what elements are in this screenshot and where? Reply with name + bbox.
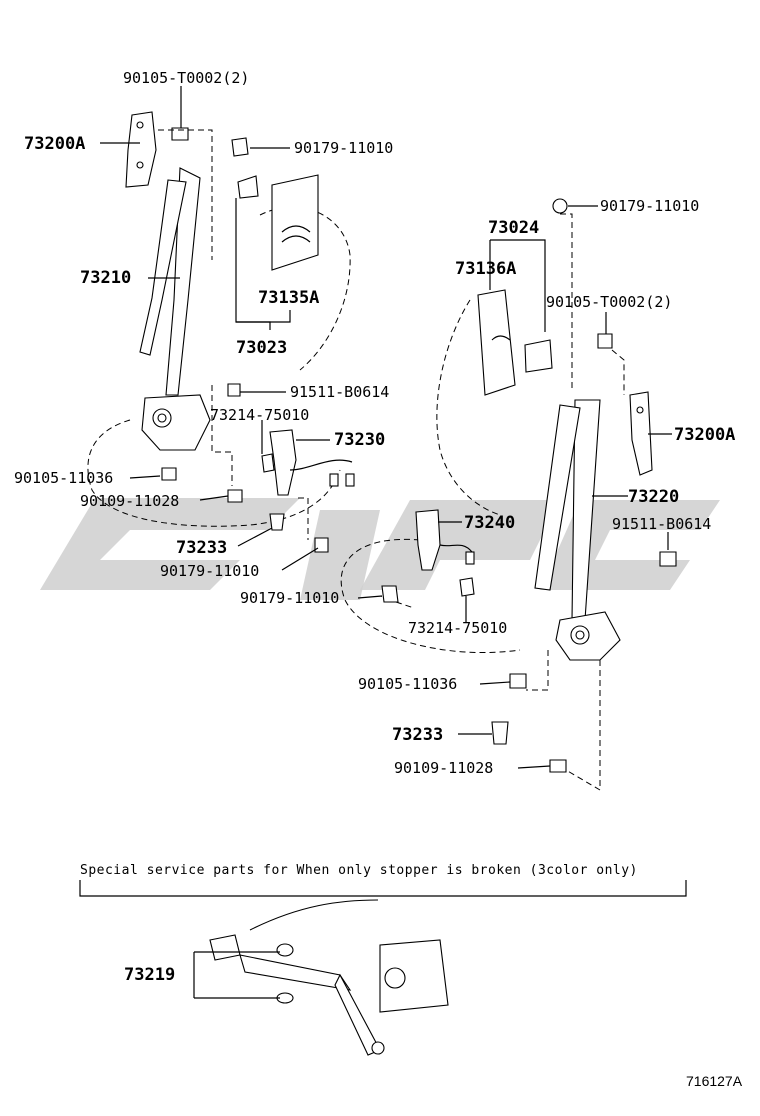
leader-lines bbox=[100, 86, 672, 769]
service-note: Special service parts for When only stop… bbox=[80, 863, 638, 878]
label-90179-11010-center: 90179-11010 bbox=[240, 589, 339, 607]
label-91511-b0614-left: 91511-B0614 bbox=[290, 383, 389, 401]
label-73024: 73024 bbox=[488, 218, 539, 238]
label-73135a: 73135A bbox=[258, 288, 319, 308]
stopper-note-panel bbox=[79, 880, 687, 1056]
label-90105-t0002-right: 90105-T0002(2) bbox=[546, 293, 672, 311]
label-73200a-left: 73200A bbox=[24, 134, 85, 154]
reference-code: 716127A bbox=[686, 1073, 743, 1089]
label-90105-11036-left: 90105-11036 bbox=[14, 469, 113, 487]
label-90179-11010-topleft: 90179-11010 bbox=[294, 139, 393, 157]
right-covers bbox=[477, 289, 553, 396]
label-91511-b0614-right: 91511-B0614 bbox=[612, 515, 711, 533]
label-73219: 73219 bbox=[124, 965, 175, 985]
label-90179-11010-topright: 90179-11010 bbox=[600, 197, 699, 215]
label-73214-75010-right: 73214-75010 bbox=[408, 619, 507, 637]
label-73136a: 73136A bbox=[455, 259, 516, 279]
right-bolts bbox=[381, 198, 677, 773]
right-seat-outline bbox=[340, 299, 521, 653]
label-73023: 73023 bbox=[236, 338, 287, 358]
left-belt-assembly bbox=[125, 111, 211, 451]
label-73210: 73210 bbox=[80, 268, 131, 288]
label-73214-75010-left: 73214-75010 bbox=[210, 406, 309, 424]
left-seat-outline bbox=[87, 206, 351, 527]
label-73200a-right: 73200A bbox=[674, 425, 735, 445]
watermark-logo bbox=[40, 498, 720, 600]
right-belt-assembly bbox=[534, 391, 653, 661]
label-90105-t0002-left: 90105-T0002(2) bbox=[123, 69, 249, 87]
part-number-labels: 90105-T0002(2) 73200A 90179-11010 73210 … bbox=[14, 69, 743, 1089]
label-90105-11036-right: 90105-11036 bbox=[358, 675, 457, 693]
label-73220: 73220 bbox=[628, 487, 679, 507]
label-90179-11010-midleft: 90179-11010 bbox=[160, 562, 259, 580]
left-buckle bbox=[261, 429, 355, 496]
label-90109-11028-right: 90109-11028 bbox=[394, 759, 493, 777]
assembly-dashes bbox=[158, 129, 625, 791]
left-covers bbox=[237, 174, 319, 271]
label-73233-left: 73233 bbox=[176, 538, 227, 558]
label-73233-right: 73233 bbox=[392, 725, 443, 745]
right-buckle bbox=[415, 509, 475, 597]
label-73240: 73240 bbox=[464, 513, 515, 533]
label-73230: 73230 bbox=[334, 430, 385, 450]
label-90109-11028-left: 90109-11028 bbox=[80, 492, 179, 510]
